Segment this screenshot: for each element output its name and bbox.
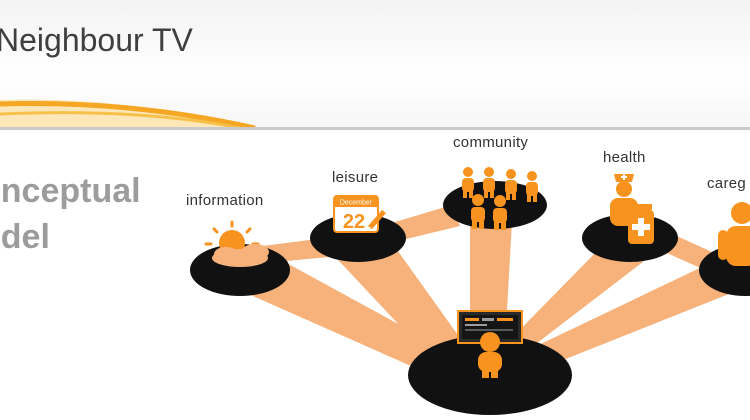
node-disc-center xyxy=(408,335,572,415)
spoke-leisure-community xyxy=(395,205,460,240)
nurse-medicine-icon xyxy=(610,174,654,244)
sun-icon xyxy=(204,220,269,267)
node-label-community: community xyxy=(453,134,529,151)
slide-title-line-1: onceptual xyxy=(0,172,141,210)
slide-title-line-2: odel xyxy=(0,218,50,256)
tv-user-icon xyxy=(457,310,523,378)
calendar-icon: December 22 xyxy=(333,195,386,233)
calendar-month: December xyxy=(340,200,373,207)
node-label-leisure: leisure xyxy=(332,169,379,186)
people-group-icon xyxy=(462,167,538,230)
header-title: Neighbour TV xyxy=(0,22,193,58)
node-label-information: information xyxy=(186,192,264,209)
node-label-health: health xyxy=(603,149,646,166)
header-swoosh-graphic xyxy=(0,99,260,130)
spoke-leisure xyxy=(325,240,470,360)
person-icon xyxy=(718,202,750,266)
header-divider xyxy=(0,127,750,130)
slide-title: onceptual odel xyxy=(0,168,141,260)
calendar-day: 22 xyxy=(343,211,365,233)
node-label-caregiver: careg xyxy=(707,175,747,192)
spoke-caregiver xyxy=(528,266,734,366)
slide-header: Neighbour TV xyxy=(0,0,750,130)
spoke-health xyxy=(505,248,648,350)
